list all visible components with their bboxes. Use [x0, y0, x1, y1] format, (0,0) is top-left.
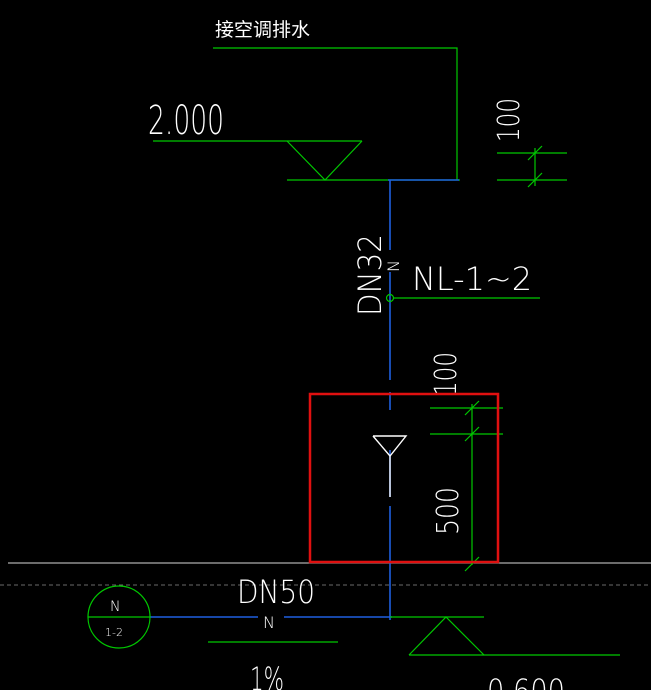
horizontal-pipe-size: DN50: [237, 573, 315, 611]
vertical-drain-pipe: [388, 179, 459, 620]
bottom-dimension-value: 500: [431, 487, 466, 535]
riser-symbol: [87, 585, 151, 649]
mid-dimension: [430, 400, 503, 572]
top-dimension-value: 100: [492, 98, 527, 142]
riser-symbol-top: N: [110, 599, 120, 615]
riser-label-leader: [385, 293, 540, 303]
vertical-pipe-size: DN32: [351, 234, 389, 316]
funnel-symbol: [372, 435, 408, 497]
slope-value: 1%: [250, 660, 284, 690]
mid-dimension-value: 100: [429, 352, 464, 396]
riser-symbol-bottom: 1-2: [105, 626, 123, 639]
ac-drain-label: 接空调排水: [215, 19, 310, 41]
pipe-code-vertical: N: [384, 260, 403, 272]
riser-id-label: NL-1~2: [412, 260, 532, 298]
highlight-box: [308, 392, 500, 564]
pipe-code-horizontal: N: [263, 613, 275, 632]
top-dimension: [497, 145, 567, 188]
top-elevation-mark: [153, 140, 460, 181]
top-elevation-value: 2.000: [148, 98, 224, 144]
bottom-elevation-value: 0.600: [487, 672, 565, 690]
ac-drain-leader: [213, 47, 458, 180]
bottom-elevation-mark: [390, 616, 620, 656]
